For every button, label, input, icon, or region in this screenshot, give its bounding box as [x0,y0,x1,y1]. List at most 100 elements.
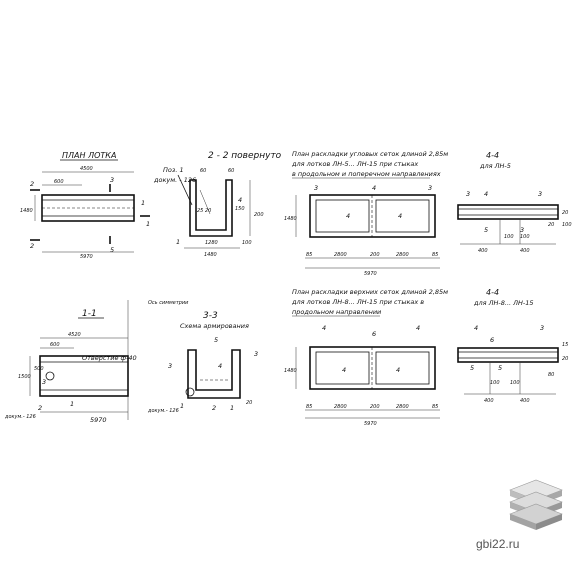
plan-label: 2 [30,180,34,188]
plan-label: 1 [146,220,150,228]
section11-dim-total: 4520 [68,332,81,338]
plan-top-dim: 200 [370,404,380,410]
section11-note: Ось симметрии [148,300,189,306]
plan-corner-dim: 85 [306,252,312,258]
section22-dim: 100 [242,240,252,246]
section44a-label: 5 [484,226,488,234]
section11-title: 1-1 [82,309,97,319]
plan-corner-meshes: План раскладки угловых сеток длиной 2,85… [284,150,448,277]
section44b-dim: 400 [520,398,530,404]
section44a-label: 4 [484,190,488,198]
section11-label: 1 [70,400,74,408]
section44b-dim: 100 [490,380,500,386]
section22-dim: 25 20 [197,208,211,214]
section22-dim: 1480 [204,252,217,258]
plan-corner-label: 4 [398,212,402,220]
plan-title: ПЛАН ЛОТКА [62,151,116,160]
section44a-label: 3 [466,190,470,198]
section22-label: 4 [238,196,242,204]
plan-label: 5 [110,246,114,254]
section33-label: 2 [212,404,216,412]
section44a-dim: 100 [504,234,514,240]
site-logo-icon [509,479,563,530]
section22-dim: 200 [254,212,264,218]
section33-label: 4 [218,362,222,370]
section22-dim: 150 [235,206,245,212]
plan-corner-title: План раскладки угловых сеток длиной 2,85… [292,150,448,158]
plan-corner-dim: 200 [370,252,380,258]
section44b-dim: 100 [510,380,520,386]
plan-top-title: для лотков ЛН-8... ЛН-15 при стыках в [291,298,424,306]
section44b-dim: 20 [562,356,568,362]
plan-top-label: 6 [372,330,376,338]
plan-top-title: План раскладки верхних сеток длиной 2,85… [292,288,448,296]
plan-label: 2 [30,242,34,250]
plan-height: 1480 [20,208,33,214]
section33-label: 1 [180,402,184,410]
section44b-title: 4-4 [486,288,499,297]
section44a-dim: 20 [548,222,554,228]
plan-length: 5970 [80,254,93,260]
section22-ref: докум. - 126 [153,176,196,184]
section44a-dim: 400 [520,248,530,254]
section11-dim-end: 600 [50,342,60,348]
plan-dim-end: 600 [54,179,64,185]
plan-top-label: 4 [322,324,326,332]
section44b-label: 6 [490,336,494,344]
plan-corner-label: 4 [372,184,376,192]
plan-top-dim: 2800 [396,404,409,410]
section44a-label: 3 [520,226,524,234]
plan-top-title: продольном направлении [292,308,381,316]
plan-label: 3 [110,176,114,184]
section33-dim: 20 [246,400,252,406]
plan-corner-length: 5970 [364,271,377,277]
section44b-label: 5 [470,364,474,372]
plan-dim-total: 4500 [80,166,93,172]
section-4-4-ln5: 4-4 для ЛН-5 3 4 3 5 3 100 100 20 100 40… [457,151,572,254]
section22-dim: 60 [200,168,206,174]
section33-subtitle: Схема армирования [180,322,249,330]
section22-label: 1 [176,238,180,246]
section33-label: 3 [168,362,172,370]
section44a-subtitle: для ЛН-5 [479,162,511,170]
plan-corner-title: в продольном и поперечном направлениях [292,170,441,178]
plan-corner-dim: 2800 [396,252,409,258]
section44a-dim: 400 [478,248,488,254]
section11-sub: 500 [34,366,44,372]
plan-top-height: 1480 [284,368,297,374]
section22-dim: 60 [228,168,234,174]
section44b-dim: 400 [484,398,494,404]
plan-view: ПЛАН ЛОТКА 4500 600 1480 5970 2 3 1 2 5 … [20,151,150,260]
section-3-3: 3-3 Схема армирования докум.- 126 5 3 3 … [147,311,258,414]
section44a-label: 3 [538,190,542,198]
section22-pos: Поз. 1 [163,166,184,174]
plan-corner-dim: 85 [432,252,438,258]
section11-length: 5970 [90,416,107,424]
section33-label: 1 [230,404,234,412]
section44b-label: 5 [498,364,502,372]
section44b-dim: 80 [548,372,554,378]
plan-label: 1 [141,199,145,207]
section33-title: 3-3 [203,311,218,321]
section22-title: 2 - 2 повернуто [208,151,282,161]
section44a-dim: 100 [520,234,530,240]
plan-corner-label: 3 [428,184,432,192]
plan-corner-label: 4 [346,212,350,220]
section44a-title: 4-4 [486,151,499,160]
plan-top-dim: 2800 [334,404,347,410]
section44b-label: 4 [474,324,478,332]
plan-corner-height: 1480 [284,216,297,222]
plan-top-dim: 85 [306,404,312,410]
watermark-text: gbi22.ru [476,537,520,551]
section44a-dim: 100 [562,222,572,228]
plan-top-label: 4 [396,366,400,374]
section11-hole: Отверстие ф-40 [82,354,137,362]
section44a-dim: 20 [562,210,568,216]
section-2-2: 2 - 2 повернуто Поз. 1 докум. - 126 60 6… [153,151,282,258]
section22-dim: 1280 [205,240,218,246]
section44b-label: 3 [540,324,544,332]
section11-label: 3 [42,378,46,386]
plan-top-meshes: План раскладки верхних сеток длиной 2,85… [284,288,448,427]
plan-top-length: 5970 [364,421,377,427]
